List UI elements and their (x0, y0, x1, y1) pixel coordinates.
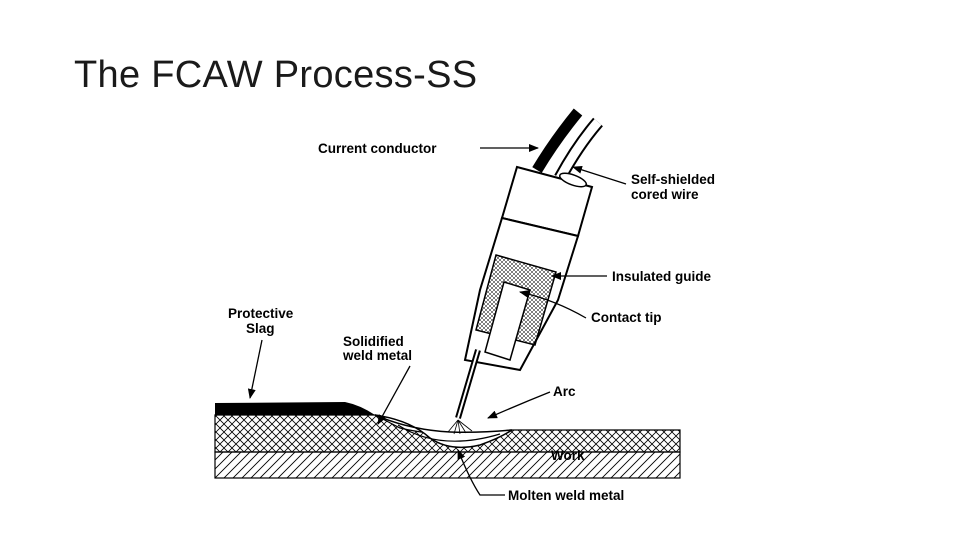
cables (532, 108, 603, 182)
label-solidified-1: Solidified (343, 334, 404, 349)
arc (447, 419, 473, 435)
label-current-conductor: Current conductor (318, 141, 437, 156)
label-arc: Arc (553, 384, 576, 399)
label-solidified-2: weld metal (342, 348, 412, 363)
label-molten: Molten weld metal (508, 488, 624, 503)
leader-lines (247, 144, 627, 496)
self-shielded-leader (572, 165, 627, 185)
protective-slag-leader (247, 339, 263, 399)
protective-slag (215, 402, 375, 415)
slide-title: The FCAW Process-SS (74, 54, 478, 96)
arc-leader (487, 391, 551, 419)
label-work: Work (551, 448, 585, 463)
label-protective-1: Protective (228, 306, 294, 321)
label-self-shielded-1: Self-shielded (631, 172, 715, 187)
solidified-leader (377, 365, 411, 425)
label-protective-2: Slag (246, 321, 275, 336)
label-contact-tip: Contact tip (591, 310, 662, 325)
label-self-shielded-2: cored wire (631, 187, 699, 202)
label-insulated-guide: Insulated guide (612, 269, 712, 284)
molten-leader (457, 449, 505, 496)
contact-tip-leader (519, 290, 587, 319)
work-piece (214, 414, 681, 479)
welding-gun (455, 165, 594, 419)
